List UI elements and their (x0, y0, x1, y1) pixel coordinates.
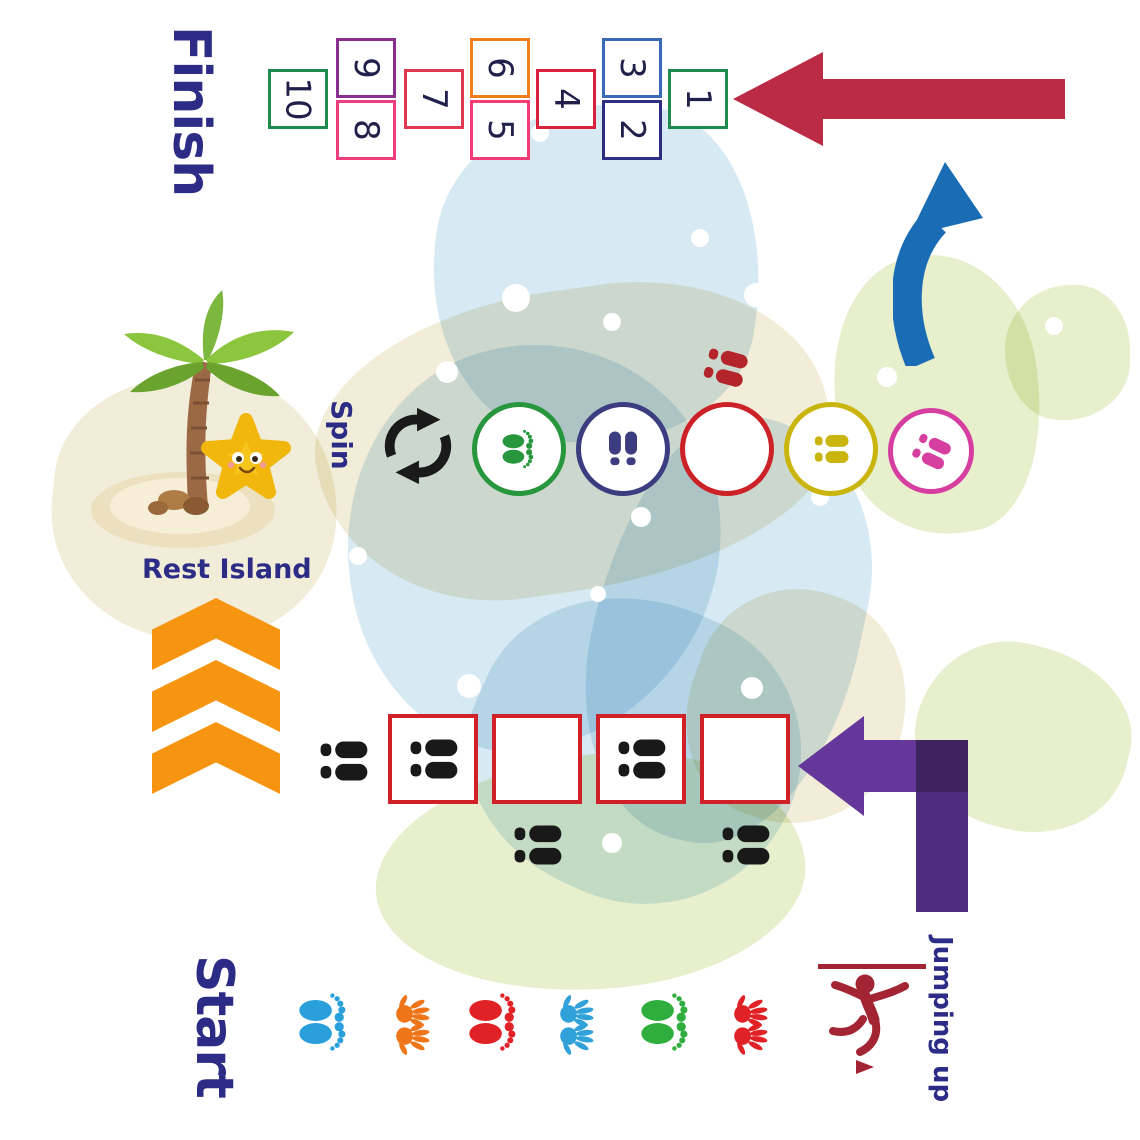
handprints-icon (538, 988, 612, 1062)
hopscotch-box-2: 2 (602, 100, 662, 160)
shoeprints-icon (304, 722, 382, 800)
spin-label: Spin (325, 400, 358, 470)
rest-island-illustration (91, 290, 294, 548)
hopscotch-box-5: 5 (470, 100, 530, 160)
hopscotch-number: 6 (479, 57, 520, 79)
jump-line (818, 964, 926, 969)
hopscotch-box-7: 7 (404, 69, 464, 129)
chevron-icon (152, 598, 280, 670)
shoeprints-icon (814, 435, 849, 463)
hopscotch-number: 8 (345, 119, 386, 141)
shoeprints-icon (912, 433, 951, 470)
background-blob (1005, 285, 1130, 420)
hopscotch-box-4: 4 (536, 69, 596, 129)
spin-circle (576, 402, 670, 496)
background-dot (1045, 317, 1063, 335)
handprints-icon (712, 988, 786, 1062)
jumping-up-label: Jumping up (927, 936, 957, 1103)
background-dot (877, 367, 897, 387)
hopscotch-number: 4 (545, 88, 586, 110)
hopscotch-box-1: 1 (668, 69, 728, 129)
shoeprints-icon (394, 720, 472, 798)
footprints-icon (624, 980, 708, 1064)
background-dot (436, 361, 458, 383)
finish-arrow-icon (733, 52, 1065, 146)
spin-circle (472, 402, 566, 496)
background-dot (744, 283, 768, 307)
shoeprints-icon (692, 334, 758, 400)
palm-tree-icon (124, 290, 294, 515)
chevron-icon (152, 722, 280, 794)
background-dot (691, 229, 709, 247)
rest-island-label: Rest Island (142, 554, 312, 585)
footprints-icon (502, 429, 534, 469)
starfish-icon (201, 413, 291, 499)
jump-square (388, 714, 478, 804)
hopscotch-number: 1 (677, 88, 718, 110)
spin-circle (784, 402, 878, 496)
jump-square (596, 714, 686, 804)
background-dot (741, 677, 763, 699)
chevron-icon (152, 660, 280, 732)
spin-circle (680, 402, 774, 496)
hopscotch-box-3: 3 (602, 38, 662, 98)
finish-label: Finish (161, 26, 221, 197)
hopscotch-box-6: 6 (470, 38, 530, 98)
jump-square (700, 714, 790, 804)
hopscotch-number: 3 (611, 57, 652, 79)
turn-arrow-icon (798, 716, 968, 912)
shoeprints-icon (609, 431, 637, 466)
hopscotch-number: 10 (277, 77, 318, 121)
shoeprints-icon (706, 806, 784, 884)
start-label: Start (184, 955, 244, 1098)
hopscotch-number: 9 (345, 57, 386, 79)
background-dot (349, 547, 367, 565)
chevron-arrows-icon (152, 598, 280, 794)
hopscotch-grid: 10 9 8 7 6 5 4 3 2 1 (268, 38, 738, 164)
hopscotch-number: 5 (479, 119, 520, 141)
spin-arrows-icon (384, 407, 452, 485)
hopscotch-number: 7 (413, 88, 454, 110)
jumping-figure-icon (829, 974, 909, 1056)
handprints-icon (374, 988, 448, 1062)
background-dot (631, 507, 651, 527)
footprints-icon (452, 980, 536, 1064)
jump-square (492, 714, 582, 804)
background-dot (457, 674, 481, 698)
up-arrow-icon (893, 162, 983, 366)
background-dot (603, 313, 621, 331)
hopscotch-box-8: 8 (336, 100, 396, 160)
direction-arrow-icon (856, 1060, 874, 1074)
shoeprints-icon (498, 806, 576, 884)
background-dot (590, 586, 606, 602)
background-dot (502, 284, 530, 312)
spin-circle (888, 408, 974, 494)
hopscotch-number: 2 (611, 119, 652, 141)
hopscotch-box-9: 9 (336, 38, 396, 98)
hopscotch-box-10: 10 (268, 69, 328, 129)
background-dot (602, 833, 622, 853)
shoeprints-icon (602, 720, 680, 798)
footprints-icon (282, 980, 366, 1064)
